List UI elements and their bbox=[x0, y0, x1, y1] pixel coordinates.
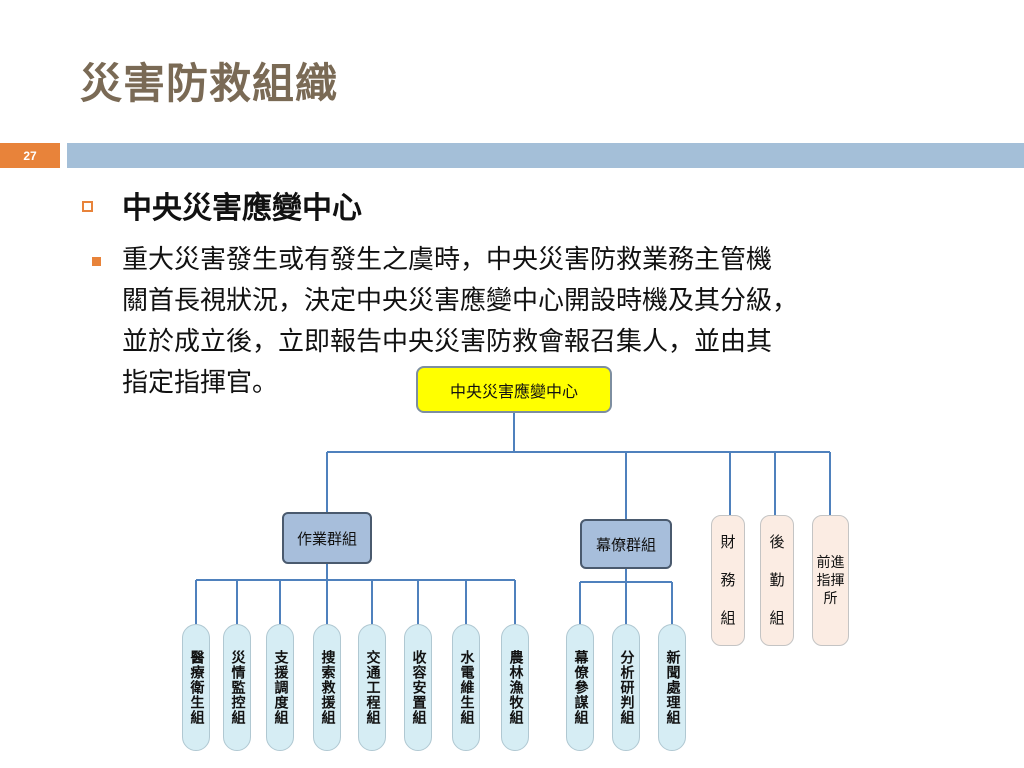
logistics-unit-char: 組 bbox=[769, 608, 785, 627]
forward-command-label: 前進指揮所 bbox=[816, 554, 845, 607]
finance-unit-char: 組 bbox=[720, 608, 736, 627]
paragraph-line: 重大災害發生或有發生之虞時，中央災害防救業務主管機 bbox=[122, 245, 773, 275]
org-root-node: 中央災害應變中心 bbox=[416, 366, 612, 413]
ops-unit-node: 農林漁牧組 bbox=[501, 624, 529, 751]
page-number-badge: 27 bbox=[0, 143, 60, 168]
ops-unit-node: 收容安置組 bbox=[404, 624, 432, 751]
slide-title: 災害防救組織 bbox=[80, 59, 339, 108]
solid-square-bullet-icon bbox=[92, 257, 101, 266]
paragraph-line: 指定指揮官。 bbox=[122, 368, 279, 398]
forward-command-node: 前進指揮所 bbox=[812, 515, 849, 646]
staff-unit-node: 幕僚參謀組 bbox=[566, 624, 594, 751]
ops-unit-node: 支援調度組 bbox=[266, 624, 294, 751]
section-heading: 中央災害應變中心 bbox=[122, 191, 362, 226]
finance-unit-char: 務 bbox=[720, 571, 736, 590]
logistics-unit-char: 後 bbox=[769, 533, 785, 552]
hollow-square-bullet-icon bbox=[82, 201, 93, 212]
paragraph-line: 關首長視狀況，決定中央災害應變中心開設時機及其分級， bbox=[122, 286, 799, 316]
finance-unit-node: 財 務 組 bbox=[711, 515, 745, 646]
title-band bbox=[67, 143, 1024, 168]
staff-group-node: 幕僚群組 bbox=[580, 519, 672, 569]
staff-unit-node: 分析研判組 bbox=[612, 624, 640, 751]
body-paragraph: 重大災害發生或有發生之虞時，中央災害防救業務主管機 關首長視狀況，決定中央災害應… bbox=[122, 240, 1002, 404]
ops-unit-node: 災情監控組 bbox=[223, 624, 251, 751]
operations-group-node: 作業群組 bbox=[282, 512, 372, 564]
ops-unit-node: 醫療衛生組 bbox=[182, 624, 210, 751]
ops-unit-node: 搜索救援組 bbox=[313, 624, 341, 751]
ops-unit-node: 交通工程組 bbox=[358, 624, 386, 751]
staff-unit-node: 新聞處理組 bbox=[658, 624, 686, 751]
paragraph-line: 並於成立後，立即報告中央災害防救會報召集人，並由其 bbox=[122, 327, 773, 357]
ops-unit-node: 水電維生組 bbox=[452, 624, 480, 751]
finance-unit-char: 財 bbox=[720, 533, 736, 552]
logistics-unit-node: 後 勤 組 bbox=[760, 515, 794, 646]
logistics-unit-char: 勤 bbox=[769, 571, 785, 590]
